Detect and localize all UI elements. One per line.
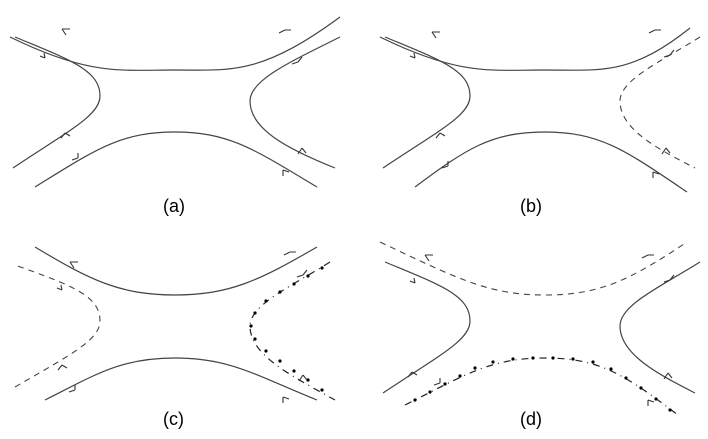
arrow-icon [441, 161, 449, 169]
arrow-icon [56, 284, 63, 291]
arrow-icon [282, 396, 290, 403]
arrow-icon [435, 132, 446, 139]
arrow-icon [297, 147, 307, 155]
arrow-icon [424, 254, 433, 262]
arrow-icon [39, 52, 46, 59]
curve-top [34, 246, 318, 296]
curve-right [249, 261, 336, 401]
panel-label: (d) [520, 409, 542, 429]
arrow-icon [409, 52, 416, 59]
panel-b: (b) [379, 27, 701, 216]
arrow-icon [663, 372, 673, 380]
panel-c: (c) [14, 246, 336, 429]
arrow-icon [61, 28, 70, 36]
curve-left [14, 264, 101, 388]
curve-bottom [414, 131, 688, 193]
arrow-icon [296, 269, 308, 278]
arrow-icon [652, 171, 660, 178]
curve-bottom [34, 131, 318, 188]
arrow-icon [71, 153, 79, 161]
arrow-icon [60, 132, 71, 139]
arrow-icon [298, 374, 308, 382]
arrow-icon [663, 49, 675, 58]
curve-right [249, 36, 341, 169]
curve-bottom [404, 357, 679, 416]
panel-label: (c) [163, 409, 184, 429]
curve-left [12, 36, 101, 169]
panel-d: (d) [379, 241, 701, 429]
curve-left [382, 261, 471, 394]
curve-right [619, 261, 701, 394]
panel-label: (a) [163, 196, 185, 216]
arrow-icon [641, 254, 654, 259]
panel-a: (a) [9, 16, 341, 216]
arrow-icon [431, 31, 440, 39]
curve-top [379, 27, 691, 71]
curve-top [379, 241, 688, 296]
arrow-icon [282, 169, 290, 176]
curve-right [619, 36, 701, 169]
arrow-icon [283, 251, 296, 256]
arrow-icon [647, 399, 655, 406]
arrow-icon [433, 378, 441, 386]
arrow-icon [68, 385, 76, 393]
arrow-icon [57, 364, 68, 371]
arrow-icon [663, 274, 675, 283]
arrow-icon [291, 56, 303, 65]
panel-label: (b) [520, 196, 542, 216]
curve-bottom [44, 357, 318, 401]
arrow-icon [648, 29, 661, 34]
arrow-icon [661, 147, 671, 155]
arrow-icon [278, 29, 291, 34]
arrow-icon [409, 277, 416, 284]
arrow-icon [407, 371, 418, 378]
arrow-icon [69, 261, 78, 269]
curve-left [382, 36, 471, 169]
